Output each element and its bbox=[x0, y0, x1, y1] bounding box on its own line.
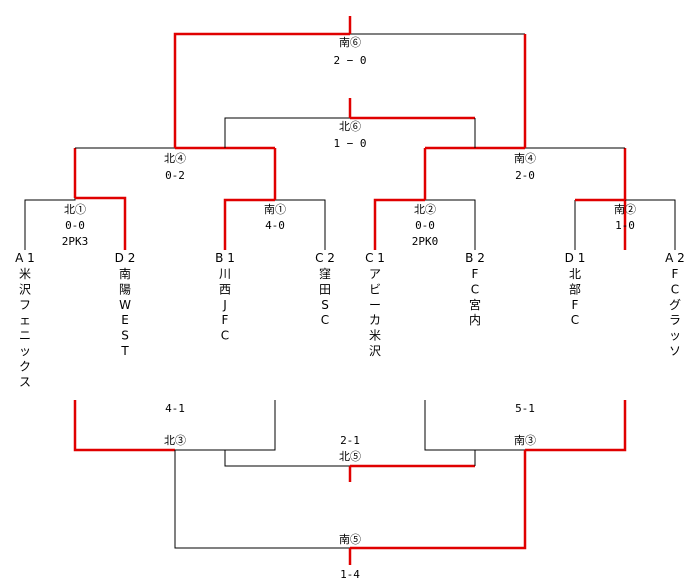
team-seed: B 2 bbox=[465, 251, 485, 265]
match-kita6-lines bbox=[224, 98, 476, 148]
match-label-kita4: 北④ bbox=[164, 152, 186, 165]
loser-line bbox=[174, 450, 350, 549]
team-seed: C 1 bbox=[365, 251, 385, 265]
match-minami1-lines bbox=[223, 198, 326, 250]
match-score-kita1: 0-0 bbox=[65, 219, 85, 232]
winner-line bbox=[525, 400, 627, 452]
team-name: 米沢フェニックス bbox=[19, 267, 31, 389]
match-score-minami3: 5-1 bbox=[515, 402, 535, 415]
match-score-minami5: 1-4 bbox=[340, 568, 360, 581]
team-seed: A 1 bbox=[15, 251, 35, 265]
match-label-minami6: 南⑥ bbox=[339, 36, 361, 49]
team-column: C 1 アビーカ米沢 bbox=[365, 251, 385, 358]
loser-line bbox=[275, 199, 326, 250]
match-score-minami4: 2-0 bbox=[515, 169, 535, 182]
match-label-kita5: 北⑤ bbox=[339, 450, 361, 463]
match-label-kita3: 北③ bbox=[164, 434, 186, 447]
match-label-minami1: 南① bbox=[264, 203, 286, 216]
match-minami6-lines bbox=[173, 16, 527, 148]
match-kita3-lines bbox=[73, 400, 276, 452]
winner-line bbox=[373, 198, 425, 250]
winner-line bbox=[173, 32, 350, 148]
match-label-minami3: 南③ bbox=[514, 434, 536, 447]
loser-line bbox=[625, 199, 676, 250]
match-label-minami5: 南⑤ bbox=[339, 533, 361, 546]
match-kita5-lines bbox=[224, 450, 476, 482]
match-pk-kita2: 2PK0 bbox=[412, 235, 439, 248]
match-score-kita4: 0-2 bbox=[165, 169, 185, 182]
match-label-kita1: 北① bbox=[64, 203, 86, 216]
match-minami3-lines bbox=[424, 400, 627, 452]
winner-line bbox=[73, 400, 175, 452]
match-score-kita3: 4-1 bbox=[165, 402, 185, 415]
team-seed: C 2 bbox=[315, 251, 335, 265]
winner-line bbox=[223, 198, 275, 250]
loser-line bbox=[224, 450, 350, 467]
team-column: A 1 米沢フェニックス bbox=[15, 251, 35, 389]
match-score-kita6: 1 − 0 bbox=[333, 137, 366, 150]
match-pk-kita1: 2PK3 bbox=[62, 235, 89, 248]
team-seed: B 1 bbox=[215, 251, 235, 265]
match-score-kita5: 2-1 bbox=[340, 434, 360, 447]
match-label-kita2: 北② bbox=[414, 203, 436, 216]
match-label-minami2: 南② bbox=[614, 203, 636, 216]
team-seed: D 1 bbox=[565, 251, 586, 265]
match-score-minami6: 2 − 0 bbox=[333, 54, 366, 67]
match-score-kita2: 0-0 bbox=[415, 219, 435, 232]
loser-line bbox=[175, 400, 276, 451]
team-name: アビーカ米沢 bbox=[369, 267, 381, 358]
team-seed: D 2 bbox=[115, 251, 136, 265]
match-label-kita6: 北⑥ bbox=[339, 120, 361, 133]
loser-line bbox=[424, 400, 525, 451]
team-seed: A 2 bbox=[665, 251, 685, 265]
match-label-minami4: 南④ bbox=[514, 152, 536, 165]
match-kita2-lines bbox=[373, 198, 476, 250]
winner-line bbox=[75, 196, 127, 250]
match-minami5-lines bbox=[174, 450, 527, 565]
match-score-minami2: 1-0 bbox=[615, 219, 635, 232]
winner-line bbox=[350, 450, 527, 550]
loser-line bbox=[224, 117, 350, 148]
match-kita1-lines bbox=[24, 196, 127, 250]
match-score-minami1: 4-0 bbox=[265, 219, 285, 232]
loser-line bbox=[425, 199, 476, 250]
